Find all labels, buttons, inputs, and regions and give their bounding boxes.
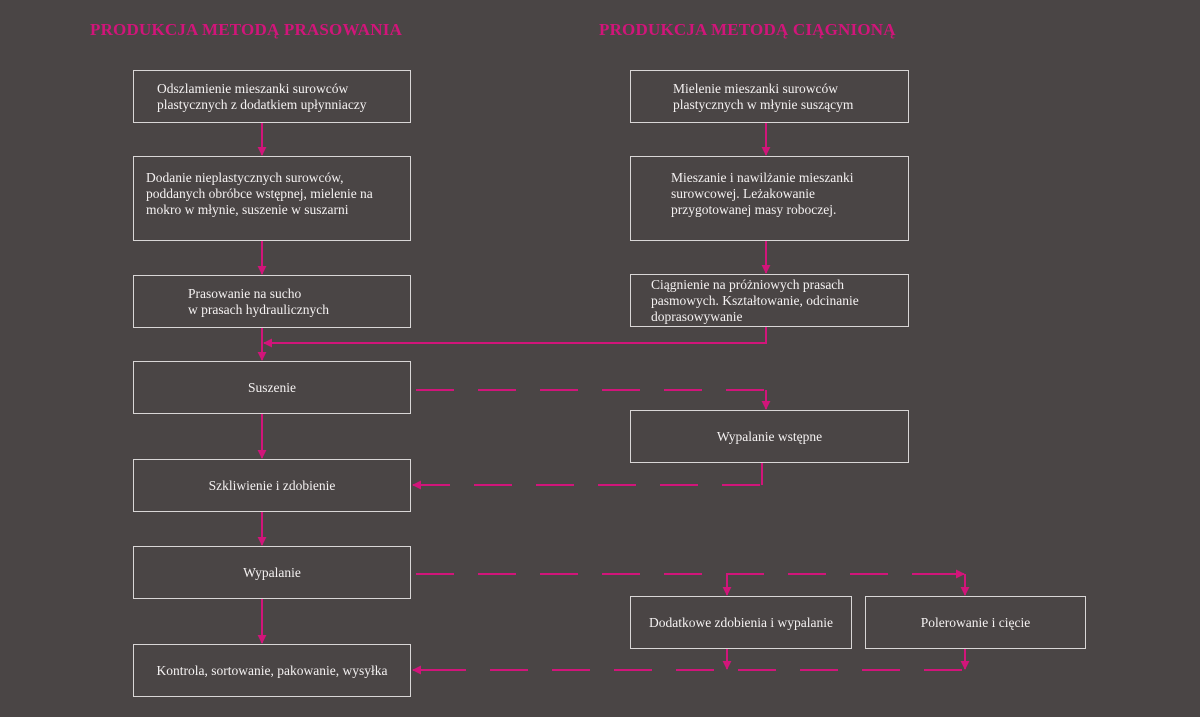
box-szkliwienie-label: Szkliwienie i zdobienie — [208, 477, 336, 493]
box-dodanie: Dodanie nieplastycznych surowców, poddan… — [133, 156, 411, 241]
box-ciagnienie-line-3: doprasowywanie — [651, 308, 743, 324]
box-suszenie-label: Suszenie — [248, 379, 296, 395]
box-mielenie-line-1: Mielenie mieszanki surowców — [673, 80, 838, 96]
box-mieszanie: Mieszanie i nawilżanie mieszanki surowco… — [630, 156, 909, 241]
box-ciagnienie-line-2: pasmowych. Kształtowanie, odcinanie — [651, 292, 859, 308]
box-mielenie-line-2: plastycznych w młynie suszącym — [673, 96, 854, 112]
box-dodatkowe-zdobienia-label: Dodatkowe zdobienia i wypalanie — [648, 614, 834, 630]
box-dodatkowe-zdobienia: Dodatkowe zdobienia i wypalanie — [630, 596, 852, 649]
box-wypalanie-wstepne: Wypalanie wstępne — [630, 410, 909, 463]
title-pressing-method: PRODUKCJA METODĄ PRASOWANIA — [90, 20, 403, 39]
box-dodanie-line-1: Dodanie nieplastycznych surowców, — [146, 169, 344, 185]
box-odszlamienie-line-1: Odszlamienie mieszanki surowców — [157, 80, 349, 96]
box-mieszanie-line-3: przygotowanej masy roboczej. — [671, 201, 837, 217]
box-odszlamienie: Odszlamienie mieszanki surowców plastycz… — [133, 70, 411, 123]
box-mieszanie-line-2: surowcowej. Leżakowanie — [671, 185, 815, 201]
box-ciagnienie: Ciągnienie na próżniowych prasach pasmow… — [630, 274, 909, 327]
box-prasowanie: Prasowanie na sucho w prasach hydraulicz… — [133, 275, 411, 328]
box-prasowanie-line-2: w prasach hydraulicznych — [188, 301, 329, 317]
box-wypalanie-wstepne-label: Wypalanie wstępne — [716, 428, 823, 444]
box-kontrola-label: Kontrola, sortowanie, pakowanie, wysyłka — [156, 662, 388, 678]
box-suszenie: Suszenie — [133, 361, 411, 414]
box-polerowanie: Polerowanie i cięcie — [865, 596, 1086, 649]
box-mielenie: Mielenie mieszanki surowców plastycznych… — [630, 70, 909, 123]
box-kontrola: Kontrola, sortowanie, pakowanie, wysyłka — [133, 644, 411, 697]
box-prasowanie-line-1: Prasowanie na sucho — [188, 285, 302, 301]
box-polerowanie-label: Polerowanie i cięcie — [920, 614, 1031, 630]
box-wypalanie: Wypalanie — [133, 546, 411, 599]
title-drawn-method: PRODUKCJA METODĄ CIĄGNIONĄ — [599, 20, 896, 39]
arrow-ciagnienie-to-suszenie — [264, 327, 767, 344]
box-dodanie-line-2: poddanych obróbce wstępnej, mielenie na — [146, 185, 373, 201]
box-dodanie-line-3: mokro w młynie, suszenie w suszarni — [146, 201, 349, 217]
box-mieszanie-line-1: Mieszanie i nawilżanie mieszanki — [671, 169, 854, 185]
box-wypalanie-label: Wypalanie — [243, 564, 301, 580]
box-ciagnienie-line-1: Ciągnienie na próżniowych prasach — [651, 276, 845, 292]
box-szkliwienie: Szkliwienie i zdobienie — [133, 459, 411, 512]
box-odszlamienie-line-2: plastycznych z dodatkiem upłynniaczy — [157, 96, 367, 112]
